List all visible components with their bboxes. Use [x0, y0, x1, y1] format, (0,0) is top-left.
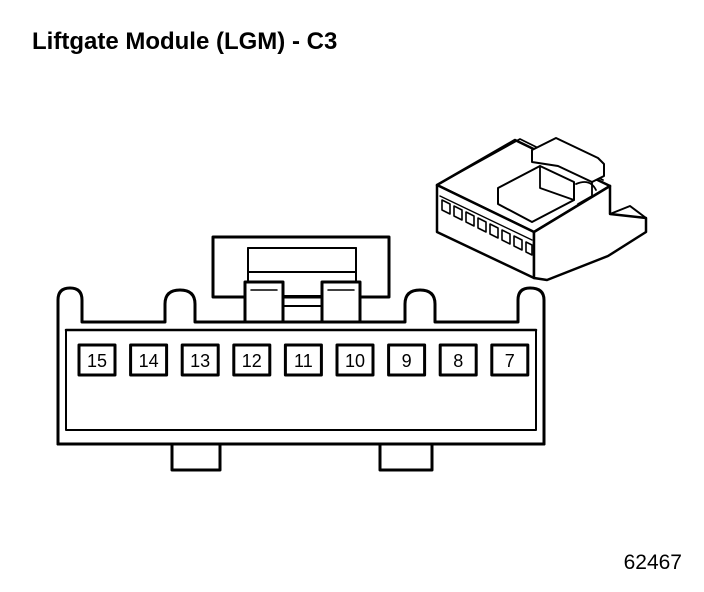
- pin-label-9: 9: [402, 351, 412, 371]
- pin-cavity-9: [387, 343, 427, 377]
- pin-cavity-11: [283, 343, 323, 377]
- pin-label-7: 7: [505, 351, 515, 371]
- pin-cavity-12: [232, 343, 272, 377]
- pin-label-8: 8: [453, 351, 463, 371]
- perspective-cavities: [439, 195, 533, 256]
- pin-label-14: 14: [139, 351, 159, 371]
- pin-cavity-8: [438, 343, 478, 377]
- pin-label-13: 13: [190, 351, 210, 371]
- pin-cavity-15: [77, 343, 117, 377]
- pin-row: 15 14 13 12 11 10 9 8 7: [77, 343, 530, 377]
- pin-cavity-13: [180, 343, 220, 377]
- top-latch: [211, 235, 391, 326]
- pin-cavity-7: [490, 343, 530, 377]
- pin-cavity-14: [129, 343, 169, 377]
- pin-label-11: 11: [294, 351, 313, 371]
- pin-label-12: 12: [242, 351, 262, 371]
- bottom-tab-left: [170, 440, 222, 472]
- pin-label-10: 10: [345, 351, 365, 371]
- bottom-tab-right: [378, 440, 434, 472]
- pin-cavity-10: [335, 343, 375, 377]
- diagram-title: Liftgate Module (LGM) - C3: [32, 28, 338, 55]
- figure-number: 62467: [623, 551, 682, 574]
- connector-perspective-view: [435, 137, 648, 282]
- pin-label-15: 15: [87, 351, 107, 371]
